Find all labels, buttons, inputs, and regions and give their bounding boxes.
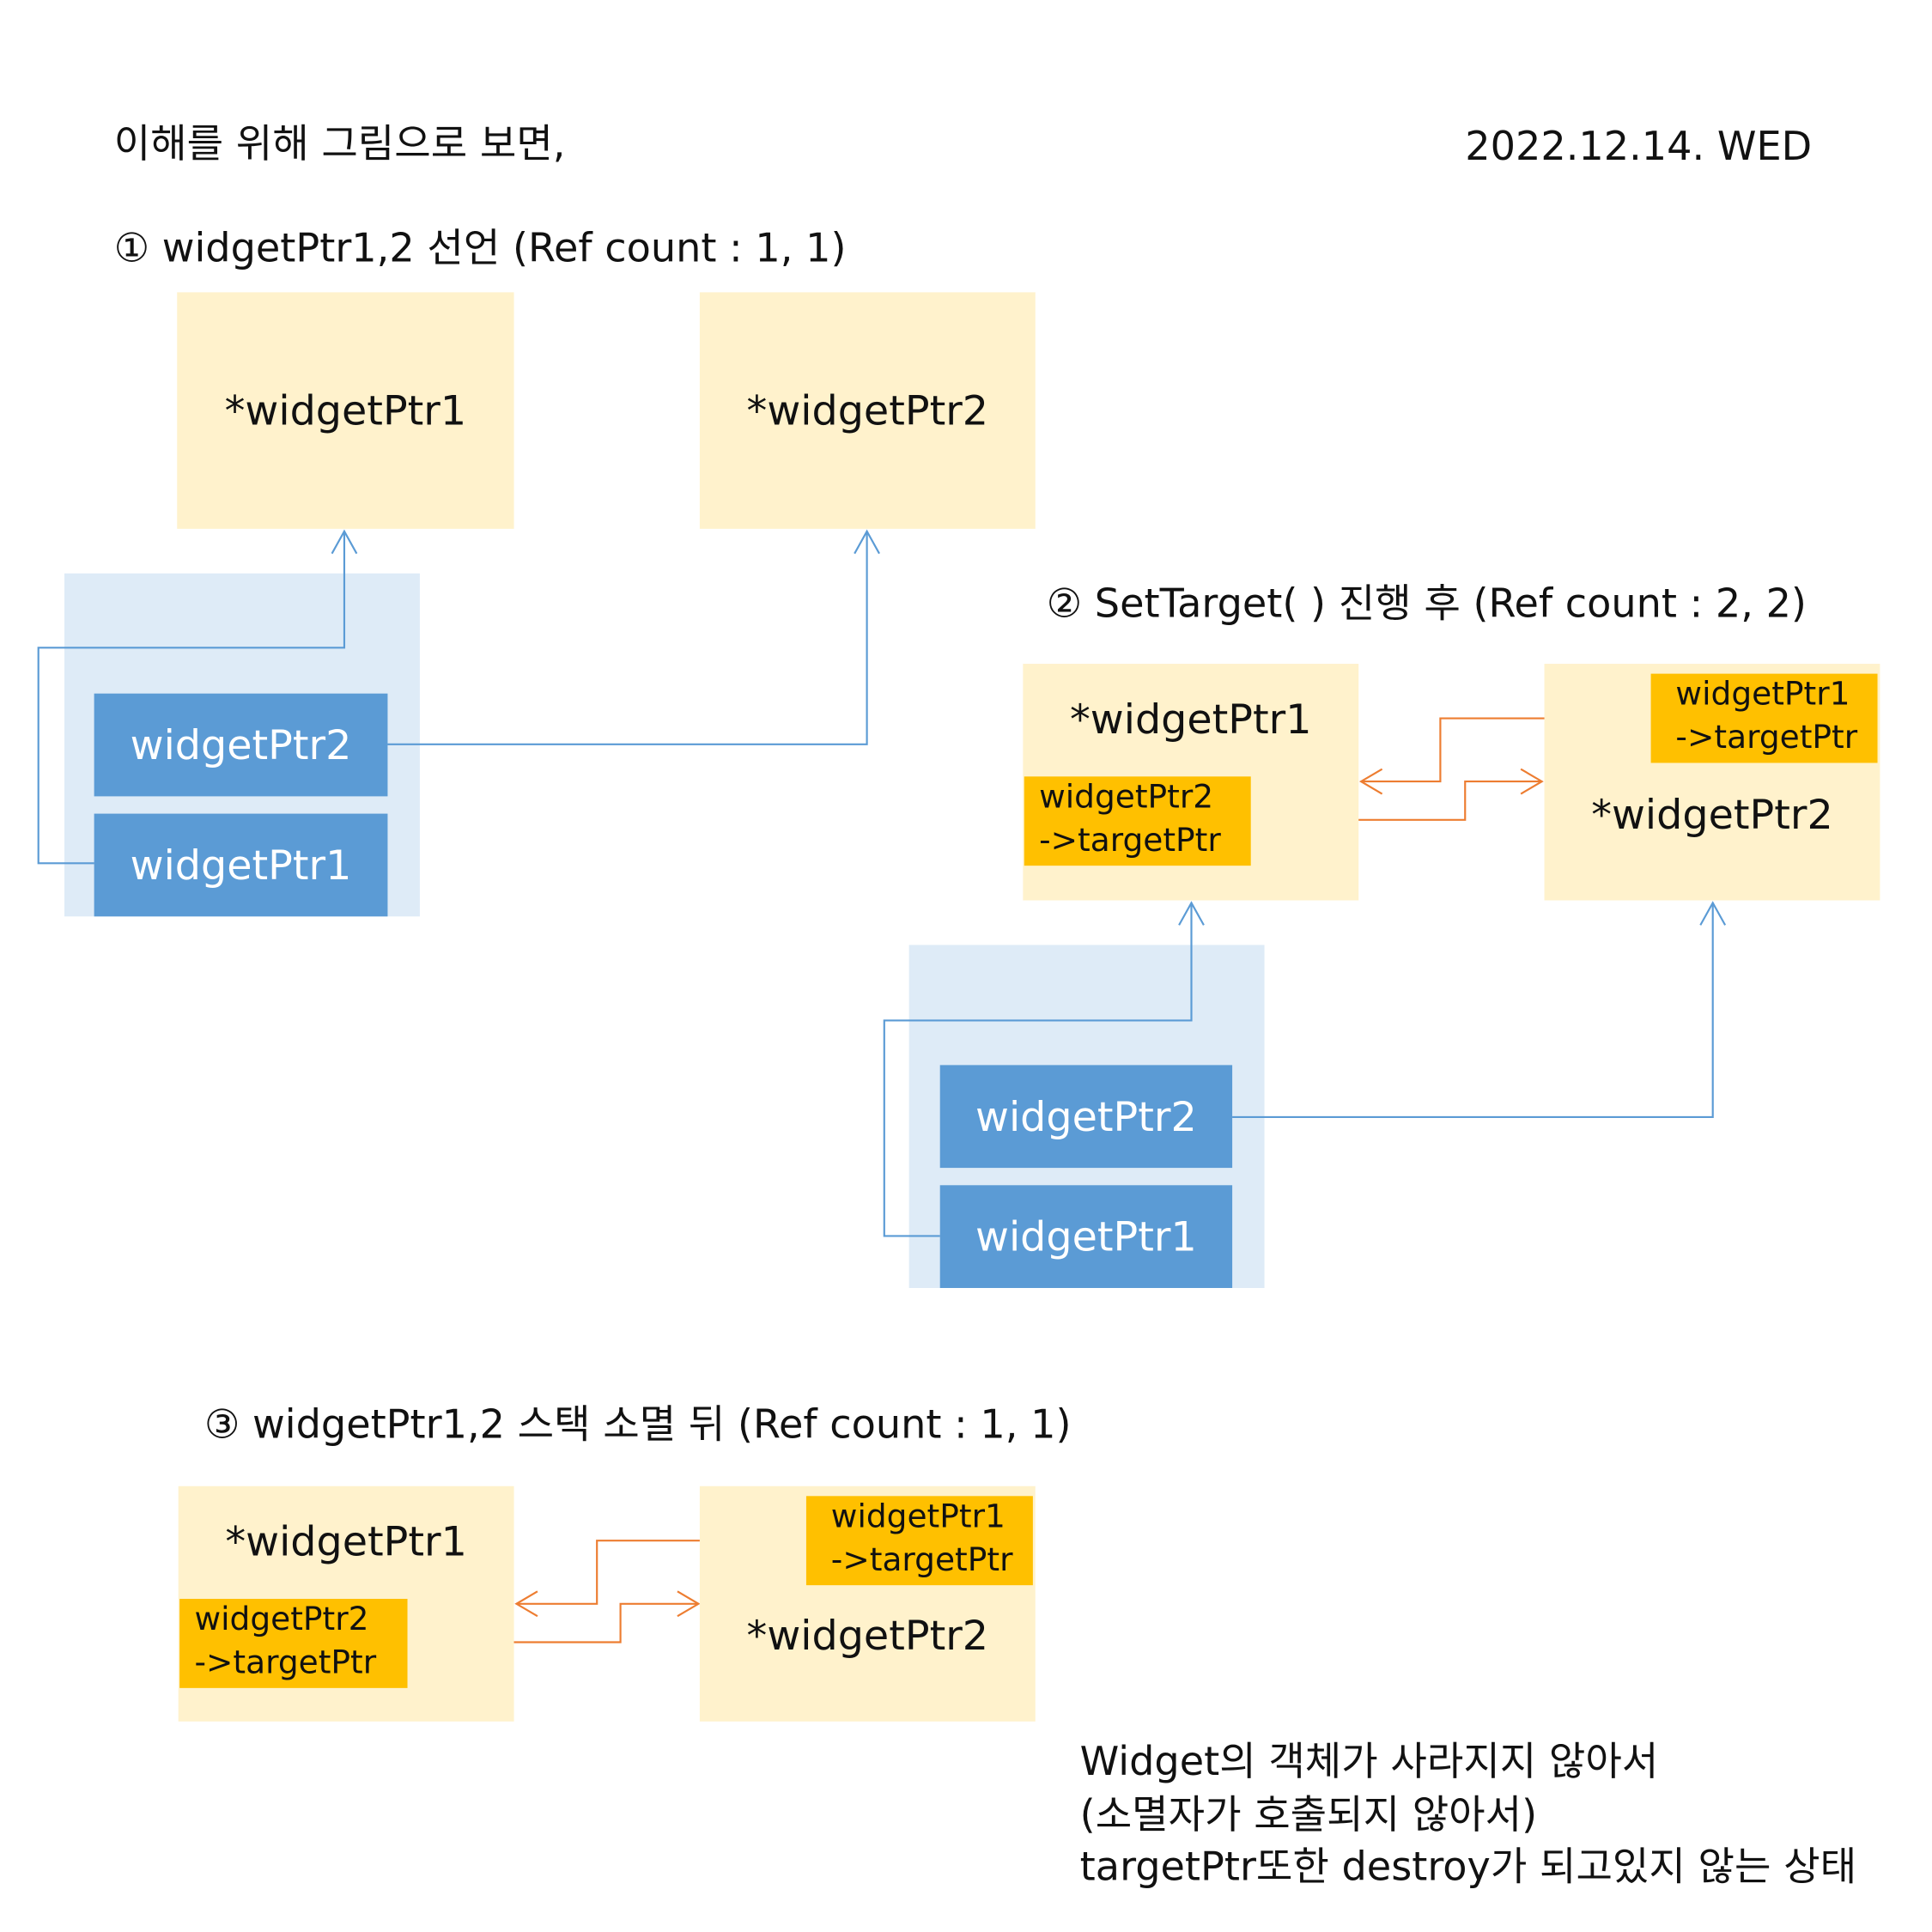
note-line-3: targetPtr또한 destroy가 되고있지 않는 상태 <box>1079 1843 1857 1890</box>
arrowhead-s3-obj1 <box>514 1590 538 1618</box>
s2-object-widgetptr2: *widgetPtr2 widgetPtr1 ->targetPtr <box>1544 664 1880 901</box>
label-line: ->targetPtr <box>1039 822 1221 860</box>
note-line-2: (소멸자가 호출되지 않아서) <box>1079 1790 1538 1838</box>
arrowhead-s2-obj1 <box>1358 768 1383 795</box>
s1-object-widgetptr1: *widgetPtr1 <box>177 292 514 529</box>
arrow-s2-ptr2 <box>1232 902 1714 1119</box>
arrowhead-s2-ptr1 <box>1178 901 1205 926</box>
arrowhead-s2-obj2 <box>1520 768 1544 795</box>
arrowhead-s3-obj2 <box>677 1590 701 1618</box>
label-line: ->targetPtr <box>194 1644 377 1682</box>
note-line-1: Widget의 객체가 사라지지 않아서 <box>1079 1737 1659 1785</box>
arrow-s2-ptr1 <box>883 902 1193 1237</box>
object-label: *widgetPtr2 <box>746 1611 989 1660</box>
step1-heading: ① widgetPtr1,2 선언 (Ref count : 1, 1) <box>113 224 847 271</box>
s1-object-widgetptr2: *widgetPtr2 <box>699 292 1036 529</box>
s2-stack-widgetptr2: widgetPtr2 <box>939 1065 1233 1169</box>
label-line: widgetPtr1 <box>1675 676 1850 714</box>
label-line: ->targetPtr <box>1675 719 1858 757</box>
object-label: *widgetPtr1 <box>224 386 467 435</box>
s2-targetptr-label-1: widgetPtr2 ->targetPtr <box>1024 776 1251 866</box>
object-label: *widgetPtr2 <box>746 386 989 435</box>
object-label: *widgetPtr1 <box>1069 695 1312 744</box>
s2-object-widgetptr1: *widgetPtr1 widgetPtr2 ->targetPtr <box>1023 664 1359 901</box>
object-label: *widgetPtr1 <box>225 1516 467 1566</box>
step3-heading: ③ widgetPtr1,2 스택 소멸 뒤 (Ref count : 1, 1… <box>204 1400 1072 1449</box>
label-line: ->targetPtr <box>830 1541 1013 1579</box>
date-label: 2022.12.14. WED <box>1465 122 1813 170</box>
arrowhead-s2-ptr2 <box>1699 901 1727 926</box>
s2-stack-widgetptr1: widgetPtr1 <box>939 1185 1233 1288</box>
s1-stack-widgetptr2: widgetPtr2 <box>94 693 388 797</box>
s3-targetptr-label-1: widgetPtr2 ->targetPtr <box>179 1599 408 1688</box>
page-title: 이해를 위해 그림으로 보면, <box>113 119 566 167</box>
step2-heading: ② SetTarget( ) 진행 후 (Ref count : 2, 2) <box>1046 579 1807 627</box>
s3-object-widgetptr1: *widgetPtr1 widgetPtr2 ->targetPtr <box>178 1485 514 1722</box>
s3-targetptr-label-2: widgetPtr1 ->targetPtr <box>805 1496 1033 1586</box>
arrowhead-s1-ptr2 <box>854 529 880 555</box>
label-line: widgetPtr1 <box>830 1498 1005 1536</box>
arrow-s1-ptr1 <box>37 531 346 865</box>
s1-stack-widgetptr1: widgetPtr1 <box>94 813 388 917</box>
arrowhead-s1-ptr1 <box>331 529 358 555</box>
label-line: widgetPtr2 <box>194 1601 369 1639</box>
s2-targetptr-label-2: widgetPtr1 ->targetPtr <box>1650 673 1878 763</box>
label-line: widgetPtr2 <box>1039 779 1214 817</box>
s3-object-widgetptr2: *widgetPtr2 widgetPtr1 ->targetPtr <box>699 1485 1036 1722</box>
object-label: *widgetPtr2 <box>1591 790 1833 839</box>
arrow-s1-ptr2 <box>387 531 868 745</box>
